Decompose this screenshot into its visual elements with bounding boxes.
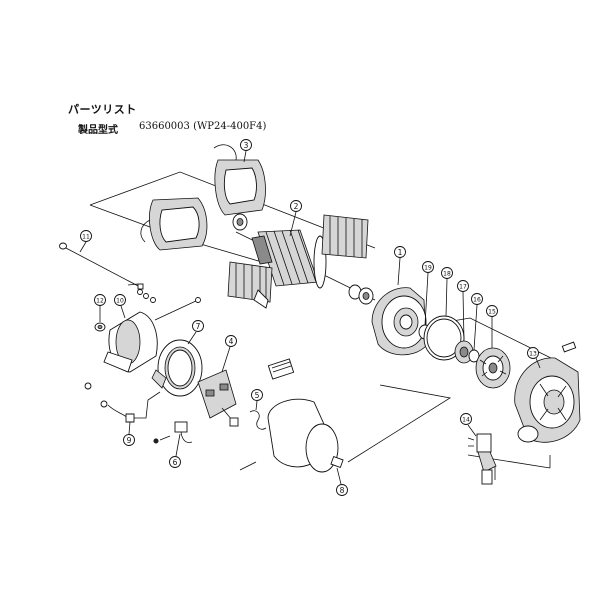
svg-text:16: 16 [473, 297, 481, 304]
callout-12: 12 [94, 294, 106, 322]
part-brush-holder [197, 369, 239, 427]
callout-19: 19 [422, 261, 434, 326]
svg-text:17: 17 [459, 284, 467, 291]
callout-14: 14 [460, 413, 477, 437]
part-through-bolt [59, 242, 144, 290]
svg-text:2: 2 [294, 202, 299, 211]
part-mechanical-seal [454, 340, 480, 364]
svg-text:6: 6 [173, 458, 178, 467]
callout-13: 13 [527, 347, 541, 369]
part-armature [235, 229, 376, 305]
part-magnet-upper [321, 214, 369, 259]
part-bracket [371, 287, 427, 356]
svg-text:1: 1 [398, 248, 403, 257]
svg-text:3: 3 [244, 141, 249, 150]
callout-15: 15 [486, 305, 498, 348]
svg-text:9: 9 [127, 436, 132, 445]
svg-text:8: 8 [340, 486, 345, 495]
part-frame-ring [151, 339, 203, 397]
part-valve-fitting [467, 433, 497, 485]
callout-11: 11 [79, 230, 92, 253]
model-label: 製品型式 [78, 125, 118, 136]
svg-text:14: 14 [462, 417, 470, 424]
callout-4: 4 [221, 335, 237, 373]
svg-text:4: 4 [229, 337, 234, 346]
callout-5: 5 [251, 389, 263, 411]
part-impeller [475, 347, 511, 389]
callout-16: 16 [471, 293, 483, 351]
part-bearing-small [232, 213, 248, 231]
svg-text:15: 15 [488, 309, 496, 316]
part-lead-wire [100, 391, 161, 423]
callout-18: 18 [441, 267, 453, 317]
part-magnet-lower [227, 261, 273, 309]
callout-7: 7 [187, 320, 204, 345]
svg-text:12: 12 [96, 298, 104, 305]
svg-text:13: 13 [529, 351, 537, 358]
callout-3: 3 [240, 139, 252, 163]
part-nut [84, 382, 92, 390]
svg-text:5: 5 [255, 391, 260, 400]
part-rear-cover [103, 311, 158, 373]
part-brush-wire [153, 421, 193, 444]
page-title: パーツリスト [68, 103, 137, 116]
callout-labels: 1 2 3 4 5 6 7 8 9 10 11 12 13 14 15 16 1… [79, 139, 541, 496]
svg-text:11: 11 [82, 234, 90, 241]
part-o-ring [418, 315, 465, 361]
part-pump-casing [514, 341, 581, 443]
callout-8: 8 [336, 467, 348, 496]
warning-label-plate [267, 358, 295, 380]
callout-2: 2 [289, 200, 302, 237]
callout-6: 6 [169, 433, 181, 468]
part-field-coil [140, 144, 266, 251]
svg-text:7: 7 [196, 322, 201, 331]
part-motor-housing [239, 398, 344, 473]
callout-17: 17 [457, 280, 469, 342]
part-washer-set [94, 289, 201, 332]
model-number: 63660003 (WP24-400F4) [139, 121, 267, 132]
svg-text:10: 10 [116, 298, 124, 305]
callout-9: 9 [123, 421, 135, 446]
callout-10: 10 [114, 294, 126, 319]
callout-1: 1 [394, 246, 406, 286]
svg-text:19: 19 [424, 265, 432, 272]
part-spring-clip [249, 410, 267, 430]
svg-text:18: 18 [443, 271, 451, 278]
